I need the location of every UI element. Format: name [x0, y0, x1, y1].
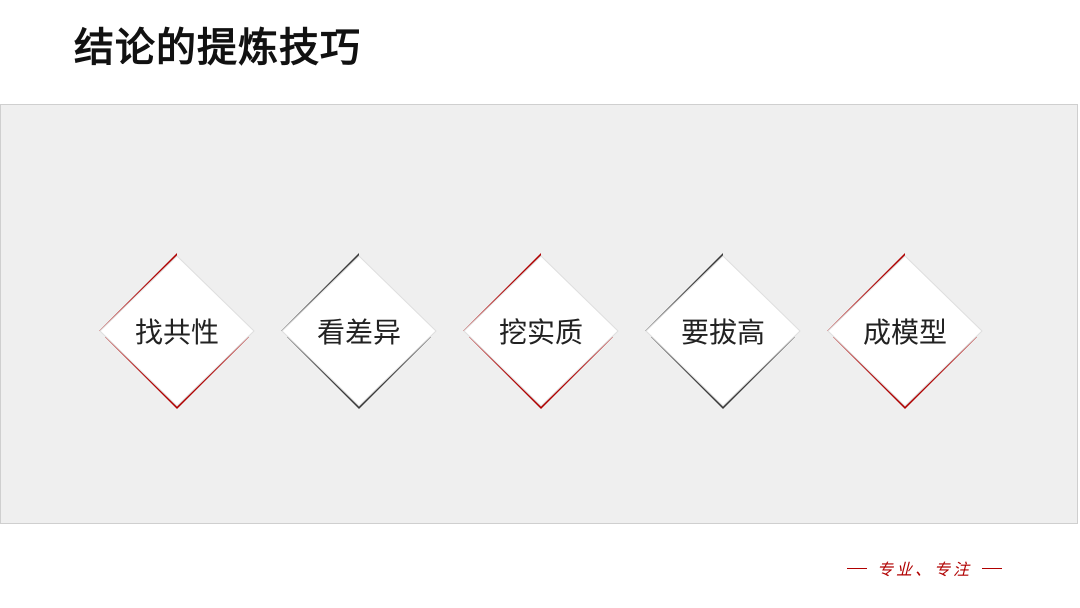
slogan-dash-left: [846, 567, 867, 569]
diamonds-row: 找共性 看差异 挖实质: [1, 105, 1077, 523]
diamond-card-2: 看差异: [273, 245, 445, 417]
diamond-card-5: 成模型: [819, 245, 991, 417]
diamond-shape: [99, 253, 255, 409]
diamond-card-3: 挖实质: [455, 245, 627, 417]
content-panel: 找共性 看差异 挖实质: [0, 104, 1078, 524]
diamond-shape: [645, 253, 801, 409]
footer-slogan: 专业、专注: [846, 556, 1002, 580]
diamond-card-1: 找共性: [91, 245, 263, 417]
diamond-shape: [827, 253, 983, 409]
diamond-shape: [281, 253, 437, 409]
slogan-dash-right: [982, 567, 1002, 569]
slogan-text: 专业、专注: [876, 560, 972, 579]
diamond-shape: [463, 253, 619, 409]
slide-title: 结论的提炼技巧: [74, 25, 361, 71]
diamond-card-4: 要拔高: [637, 245, 809, 417]
